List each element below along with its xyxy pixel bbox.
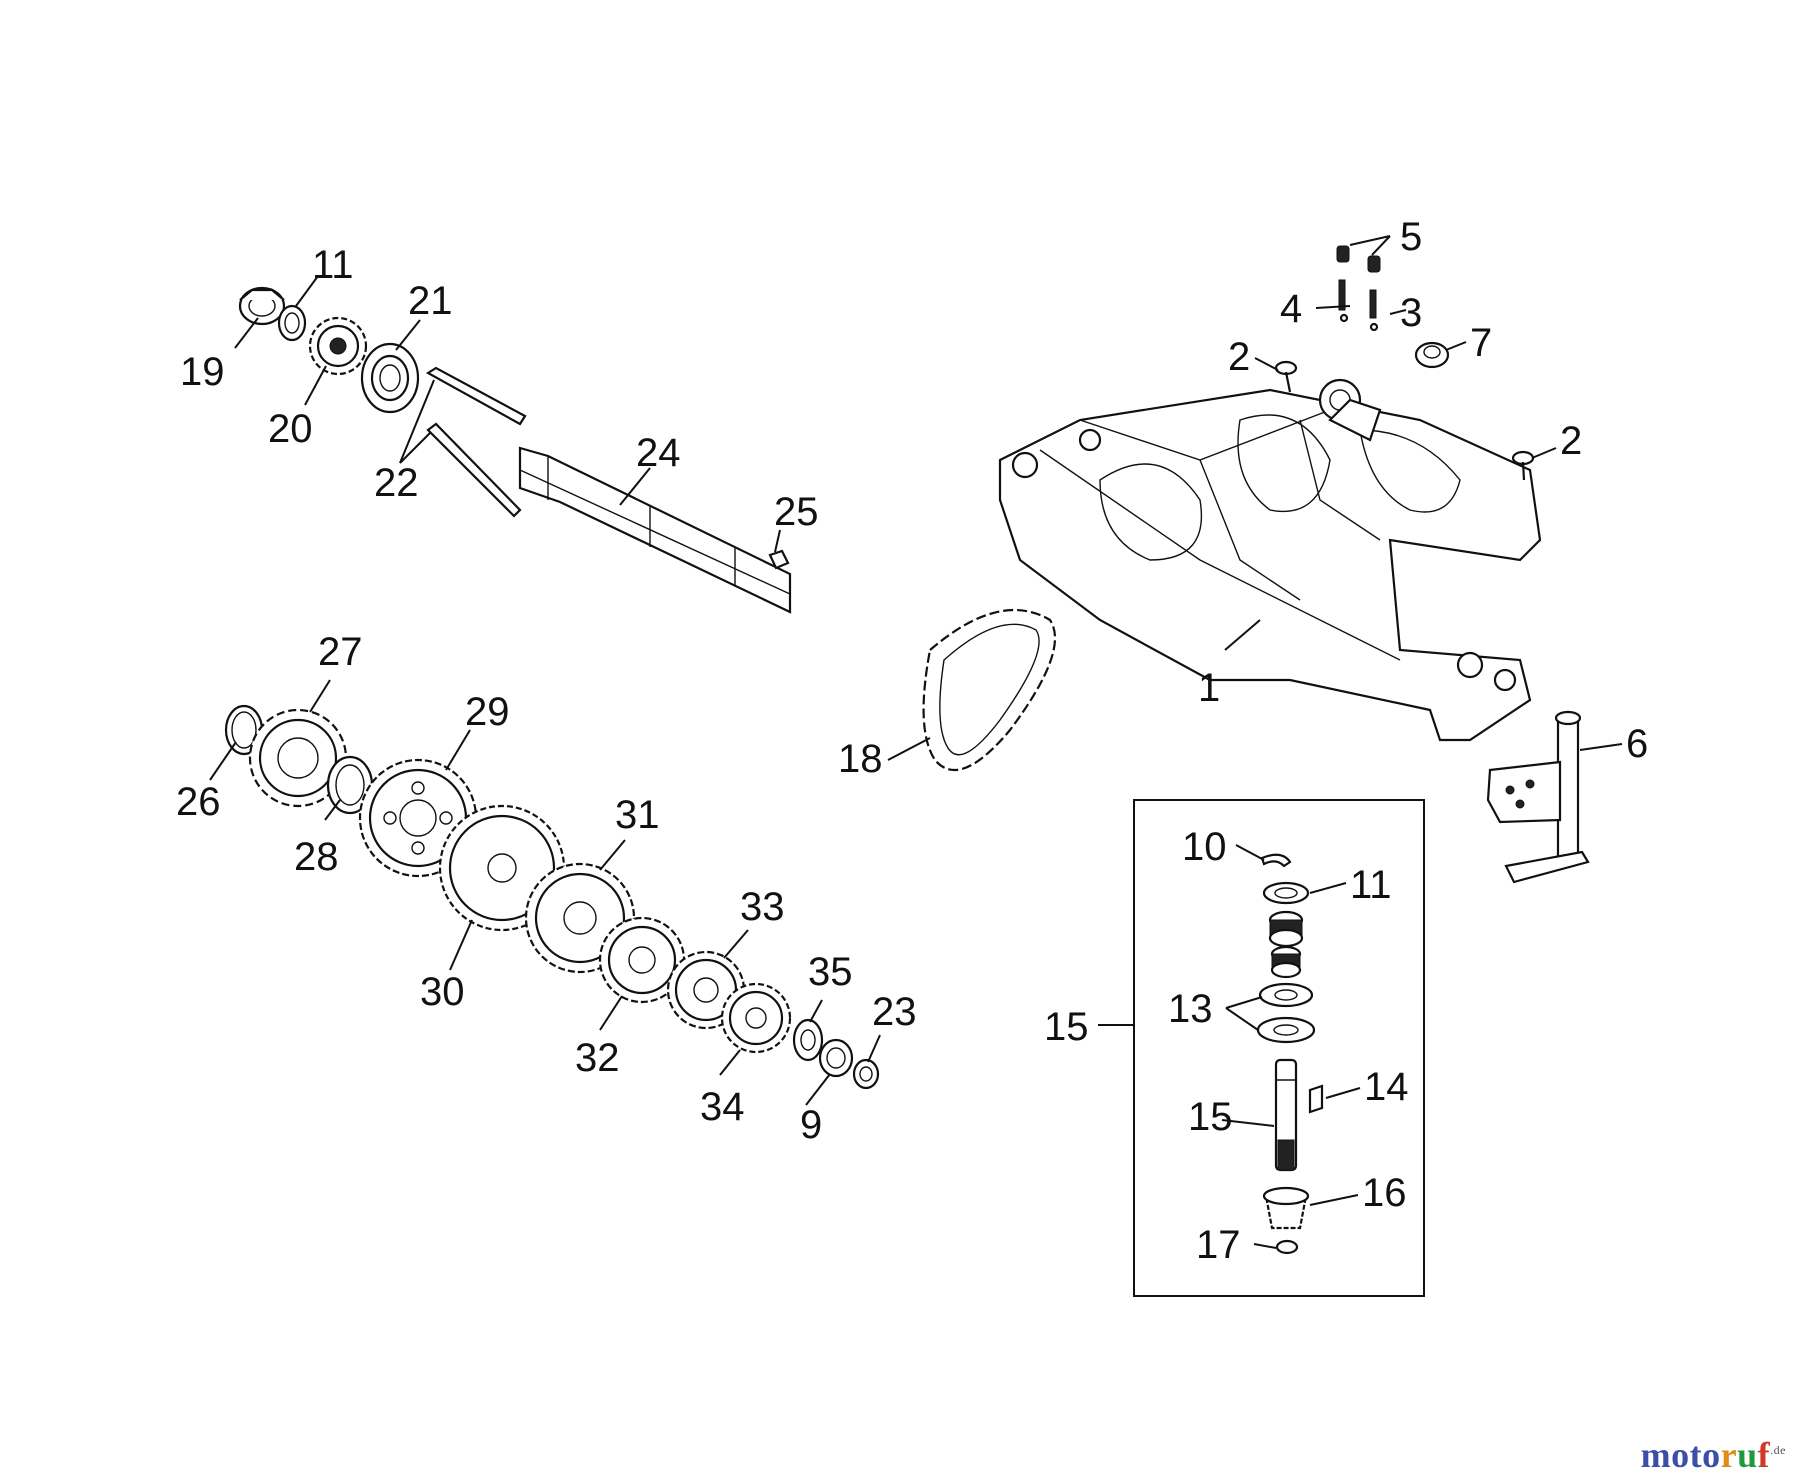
clip-10 [1260,853,1292,868]
bushing-9 [818,1038,854,1078]
plug-5-a [1336,245,1350,263]
callout-15-inner: 15 [1188,1095,1233,1139]
callout-11-top: 11 [312,243,354,287]
callout-18: 18 [838,737,883,781]
chain-18 [922,608,1057,772]
key-25 [768,549,790,570]
gear-20 [308,316,368,376]
ring-17 [1275,1239,1299,1255]
washers-13 [1256,982,1316,1044]
shift-keys-22 [425,366,527,518]
callout-31: 31 [615,793,660,837]
callout-17: 17 [1196,1223,1241,1267]
sprocket-27 [248,708,348,808]
bearing-upper [1268,910,1304,948]
bolt-2-right [1511,450,1535,481]
callout-10: 10 [1182,825,1227,869]
bushing-28 [326,755,374,815]
callout-33: 33 [740,885,785,929]
callout-22: 22 [374,461,419,505]
callout-23: 23 [872,990,917,1034]
callout-4: 4 [1280,287,1302,331]
callout-27: 27 [318,630,363,674]
callout-25: 25 [774,490,819,534]
callout-35: 35 [808,950,853,994]
bearing-lower [1270,945,1302,979]
callout-28: 28 [294,835,339,879]
callout-16: 16 [1362,1171,1407,1215]
callout-30: 30 [420,970,465,1014]
key-14 [1308,1084,1324,1114]
watermark-suffix: .de [1770,1443,1786,1457]
callout-32: 32 [575,1036,620,1080]
bolt-2-left [1274,360,1298,393]
callout-3: 3 [1400,291,1422,335]
bearing-21 [360,342,420,414]
gear-34 [720,982,792,1054]
nut-23 [852,1058,880,1090]
callout-5: 5 [1400,215,1422,259]
pin-3 [1339,289,1379,332]
watermark-logo: motoruf.de [1641,1434,1786,1476]
callout-29: 29 [465,690,510,734]
callout-24: 24 [636,431,681,475]
washer-35 [792,1018,824,1062]
washer-11-box [1262,881,1310,905]
watermark-text-1: moto [1640,1435,1721,1475]
watermark-text-3: u [1737,1435,1758,1475]
washer-11-top [277,304,307,342]
watermark-text-4: f [1757,1435,1771,1475]
callout-9: 9 [800,1103,822,1147]
callout-1: 1 [1198,666,1220,710]
subassembly-15-box [1133,799,1425,1297]
callout-2-left: 2 [1228,335,1250,379]
shaft-24 [518,446,792,614]
callout-7: 7 [1470,321,1492,365]
bushing-19 [238,286,286,326]
shaft-15 [1274,1058,1298,1172]
callout-19: 19 [180,350,225,394]
callout-26: 26 [176,780,221,824]
callout-2-right: 2 [1560,419,1582,463]
callout-11-box: 11 [1350,863,1392,907]
callout-20: 20 [268,407,313,451]
callout-34: 34 [700,1085,745,1129]
gear-30 [438,804,566,932]
pin-4 [1338,279,1346,311]
bevel-gear-16 [1262,1186,1310,1230]
watermark-text-2: r [1720,1435,1738,1475]
callout-21: 21 [408,279,453,323]
callout-13: 13 [1168,987,1213,1031]
transmission-housing-1 [998,378,1542,742]
plug-5-b [1367,255,1381,273]
callout-14: 14 [1364,1065,1409,1109]
cap-7 [1414,341,1450,369]
callout-15-outer: 15 [1044,1005,1089,1049]
callout-6: 6 [1626,722,1648,766]
shift-lever-6 [1486,710,1590,884]
